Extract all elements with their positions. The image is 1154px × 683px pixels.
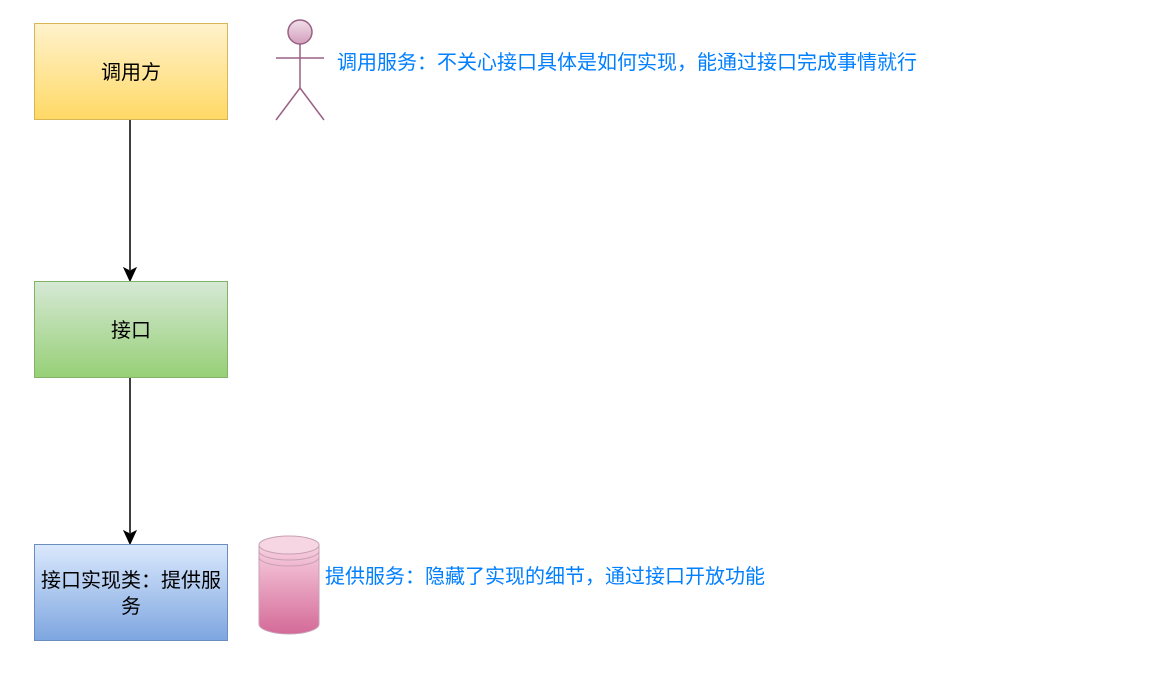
interface-node-label: 接口 <box>111 317 151 342</box>
provider-annotation: 提供服务：隐藏了实现的细节，通过接口开放功能 <box>325 564 765 588</box>
caller-annotation: 调用服务：不关心接口具体是如何实现，能通过接口完成事情就行 <box>337 50 917 74</box>
caller-node-label: 调用方 <box>101 59 161 84</box>
caller-node[interactable]: 调用方 <box>34 23 228 120</box>
database-icon[interactable] <box>258 535 320 635</box>
edge-interface-to-implementation <box>122 378 138 546</box>
actor-icon[interactable] <box>274 18 326 122</box>
implementation-node-label: 接口实现类：提供服务 <box>41 567 221 618</box>
interface-node[interactable]: 接口 <box>34 281 228 378</box>
edge-caller-to-interface <box>122 120 138 283</box>
implementation-node[interactable]: 接口实现类：提供服务 <box>34 544 228 641</box>
